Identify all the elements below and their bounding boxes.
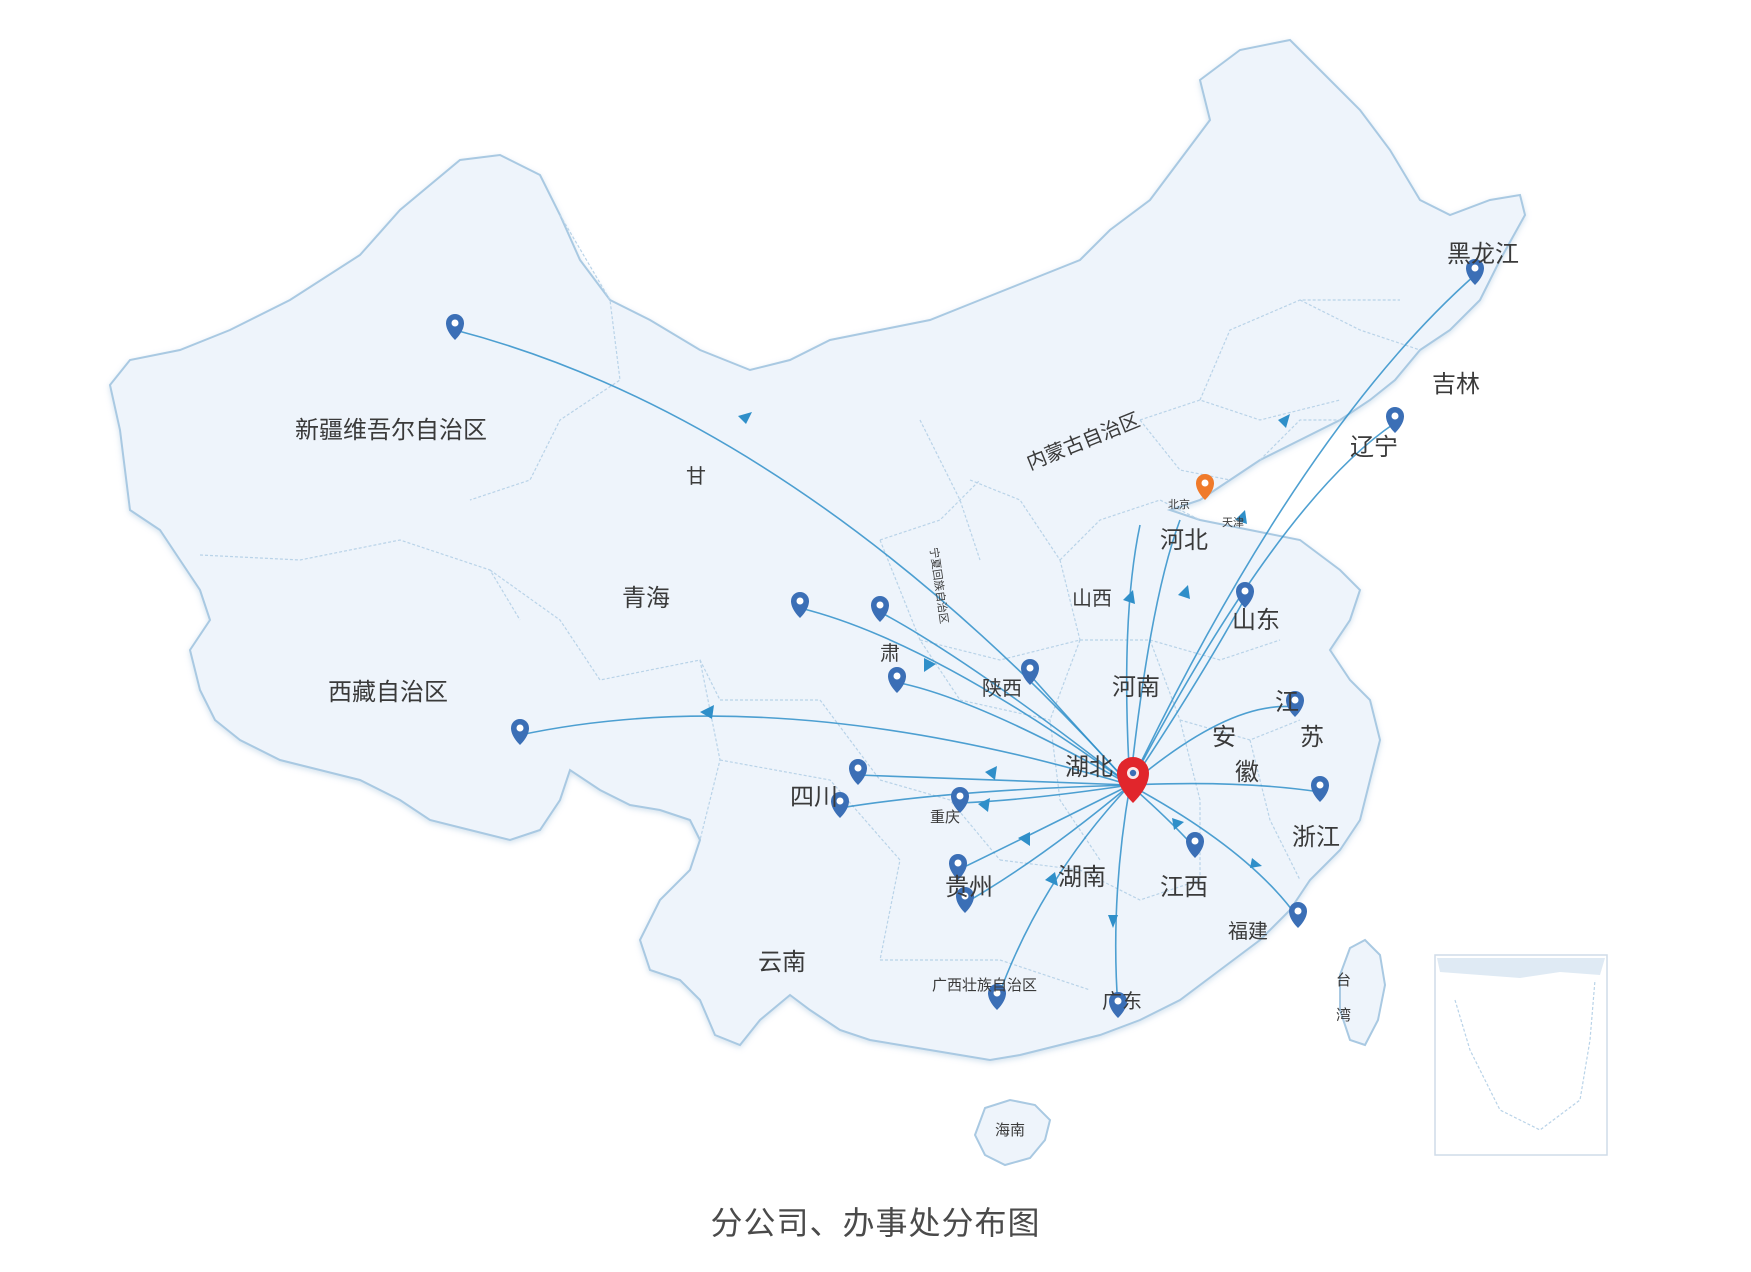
- sichuan-office[interactable]: [849, 759, 867, 785]
- beijing-capital-marker[interactable]: [1196, 474, 1214, 500]
- map-pin-icon: [1311, 776, 1329, 802]
- label-fujian: 福建: [1228, 919, 1268, 943]
- map-pin-icon: [1386, 407, 1404, 433]
- nine-dash-line: [1454, 979, 1596, 1131]
- qinghai-office[interactable]: [791, 592, 809, 618]
- shandong-office[interactable]: [1236, 582, 1254, 608]
- map-caption: 分公司、办事处分布图: [710, 1204, 1041, 1242]
- shaanxi-office[interactable]: [1021, 659, 1039, 685]
- taiwan-island: [1339, 938, 1387, 1047]
- fujian-office[interactable]: [1289, 902, 1307, 928]
- xinjiang-office[interactable]: [446, 314, 464, 340]
- gansu-office-2[interactable]: [888, 667, 906, 693]
- hainan-island: [973, 1098, 1052, 1167]
- liaoning-office[interactable]: [1386, 407, 1404, 433]
- label-hui: 徽: [1235, 758, 1259, 786]
- south-sea-inset: [1434, 954, 1608, 1156]
- label-shandong: 山东: [1232, 606, 1280, 634]
- xizang-office[interactable]: [511, 719, 529, 745]
- label-wan: 湾: [1336, 1006, 1351, 1024]
- label-tai: 台: [1336, 971, 1351, 989]
- guangdong-office[interactable]: [1109, 992, 1127, 1018]
- heilongjiang-office[interactable]: [1466, 259, 1484, 285]
- map-pin-icon: [951, 787, 969, 813]
- label-xinjiang: 新疆维吾尔自治区: [295, 416, 487, 444]
- hub-marker[interactable]: [1117, 757, 1149, 803]
- map-pin-icon: [831, 792, 849, 818]
- label-hunan: 湖南: [1058, 863, 1106, 891]
- route-lines: [454, 274, 1476, 1009]
- label-hebei: 河北: [1160, 526, 1208, 554]
- label-tianjin: 天津: [1222, 516, 1244, 529]
- label-heilongjiang: 黑龙江: [1447, 240, 1519, 268]
- map-pin-icon: [949, 854, 967, 880]
- label-jiangxi: 江西: [1160, 873, 1208, 901]
- map-pin-icon: [1286, 691, 1304, 717]
- map-pin-icon: [1021, 659, 1039, 685]
- label-hainan: 海南: [995, 1121, 1025, 1139]
- jiangsu-office[interactable]: [1286, 691, 1304, 717]
- label-guangdong: 广东: [1102, 989, 1142, 1013]
- label-an: 安: [1212, 723, 1236, 751]
- inset-coast: [1437, 958, 1605, 978]
- guizhou-office[interactable]: [949, 854, 967, 880]
- label-shanxi: 山西: [1072, 586, 1112, 610]
- label-jiang: 江: [1275, 688, 1299, 716]
- map-pin-icon: [1236, 582, 1254, 608]
- label-zhejiang: 浙江: [1292, 823, 1340, 851]
- office-markers: [446, 259, 1484, 1018]
- label-chongqing: 重庆: [930, 808, 960, 826]
- map-pin-icon: [988, 984, 1006, 1010]
- label-su: 肃: [880, 641, 900, 665]
- label-beijing: 北京: [1168, 497, 1190, 511]
- label-shaanxi: 陕西: [982, 676, 1022, 700]
- label-guizhou: 贵州: [945, 873, 993, 901]
- label-hubei: 湖北: [1065, 753, 1113, 781]
- map-pin-icon: [1186, 832, 1204, 858]
- map-pin-icon: [511, 719, 529, 745]
- label-jilin: 吉林: [1432, 370, 1480, 398]
- label-liaoning: 辽宁: [1350, 433, 1398, 461]
- label-xizang: 西藏自治区: [328, 678, 448, 706]
- label-guangxi: 广西壮族自治区: [932, 976, 1037, 994]
- route-arrows: [700, 412, 1290, 928]
- label-qinghai: 青海: [622, 584, 670, 612]
- label-henan: 河南: [1112, 673, 1160, 701]
- map-pin-icon: [1109, 992, 1127, 1018]
- map-pin-icon: [871, 596, 889, 622]
- label-sichuan: 四川: [790, 783, 838, 811]
- map-pin-icon: [446, 314, 464, 340]
- label-su2: 苏: [1300, 723, 1324, 751]
- map-pin-icon: [1289, 902, 1307, 928]
- map-pin-icon: [888, 667, 906, 693]
- guangxi-office[interactable]: [988, 984, 1006, 1010]
- map-pin-icon: [956, 887, 974, 913]
- map-pin-icon: [1117, 757, 1149, 803]
- chongqing-office[interactable]: [951, 787, 969, 813]
- jiangxi-office[interactable]: [1186, 832, 1204, 858]
- china-mainland: [108, 38, 1527, 1062]
- zhejiang-office[interactable]: [1311, 776, 1329, 802]
- label-yunnan: 云南: [758, 948, 806, 976]
- sichuan-office-2[interactable]: [831, 792, 849, 818]
- gansu-office[interactable]: [871, 596, 889, 622]
- guizhou-office-2[interactable]: [956, 887, 974, 913]
- map-pin-icon: [1466, 259, 1484, 285]
- map-pin-icon: [791, 592, 809, 618]
- label-gan: 甘: [686, 464, 706, 488]
- map-pin-icon: [849, 759, 867, 785]
- map-pin-icon: [1196, 474, 1214, 500]
